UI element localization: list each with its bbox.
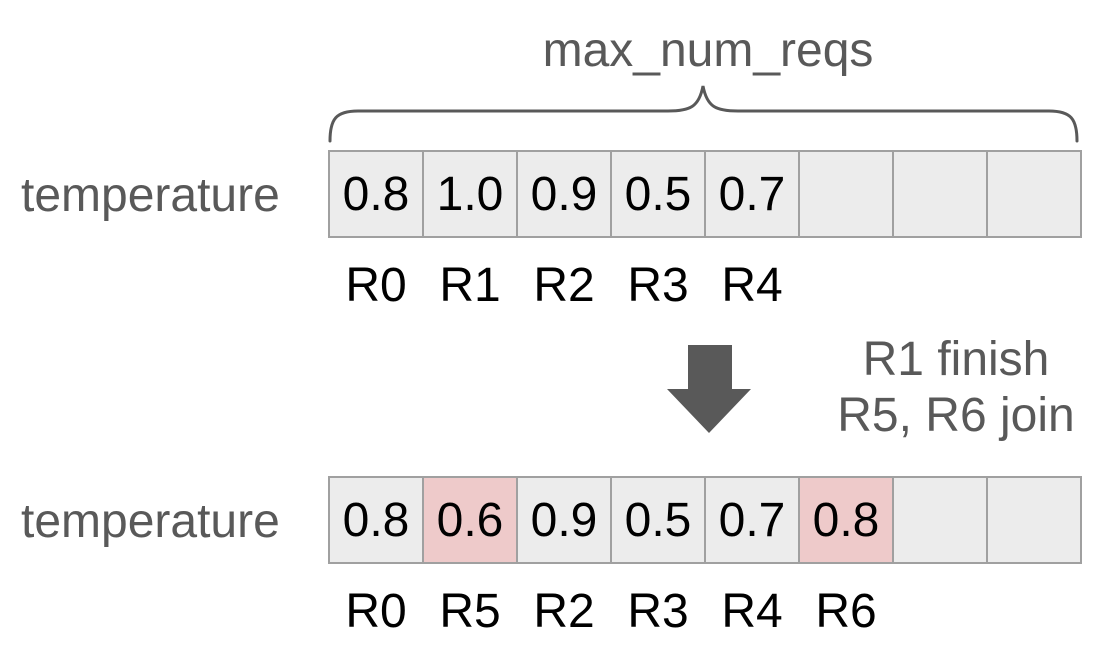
temp-cell-empty: [892, 150, 988, 238]
temp-cell: 0.9: [516, 150, 612, 238]
temperature-array-after: 0.8 0.6 0.9 0.5 0.7 0.8: [328, 476, 1082, 564]
request-label: R0: [345, 585, 407, 638]
temp-cell: 0.5: [610, 476, 706, 564]
temp-cell-empty: [892, 476, 988, 564]
transition-note-line1: R1 finish: [862, 333, 1050, 386]
temp-cell: 1.0: [422, 150, 518, 238]
temp-cell: 0.7: [704, 150, 800, 238]
temp-cell-empty: [986, 150, 1082, 238]
down-arrow-icon: [667, 345, 751, 433]
request-label: R0: [345, 259, 407, 312]
temp-cell: 0.7: [704, 476, 800, 564]
temp-cell: 0.8: [328, 476, 424, 564]
temp-cell-empty: [986, 476, 1082, 564]
request-label: R5: [439, 585, 501, 638]
request-label: R1: [439, 259, 501, 312]
max-num-reqs-label: max_num_reqs: [542, 24, 874, 77]
request-label: R6: [815, 585, 877, 638]
transition-note-line2: R5, R6 join: [837, 389, 1075, 442]
temp-cell: 0.6: [422, 476, 518, 564]
temp-cell: 0.5: [610, 150, 706, 238]
request-labels-after: R0 R5 R2 R3 R4 R6: [328, 588, 1082, 636]
request-label: R2: [533, 259, 595, 312]
request-label: R4: [721, 585, 783, 638]
temp-cell: 0.8: [798, 476, 894, 564]
temp-cell: 0.9: [516, 476, 612, 564]
temp-cell-empty: [798, 150, 894, 238]
temperature-label-before: temperature: [21, 169, 280, 222]
transition-note: R1 finish R5, R6 join: [806, 332, 1106, 444]
temperature-label-after: temperature: [21, 495, 280, 548]
request-label: R2: [533, 585, 595, 638]
request-label: R4: [721, 259, 783, 312]
request-label: R3: [627, 259, 689, 312]
request-label: R3: [627, 585, 689, 638]
temp-cell: 0.8: [328, 150, 424, 238]
curly-brace: [328, 85, 1079, 143]
temperature-array-before: 0.8 1.0 0.9 0.5 0.7: [328, 150, 1082, 238]
request-labels-before: R0 R1 R2 R3 R4: [328, 262, 1082, 310]
